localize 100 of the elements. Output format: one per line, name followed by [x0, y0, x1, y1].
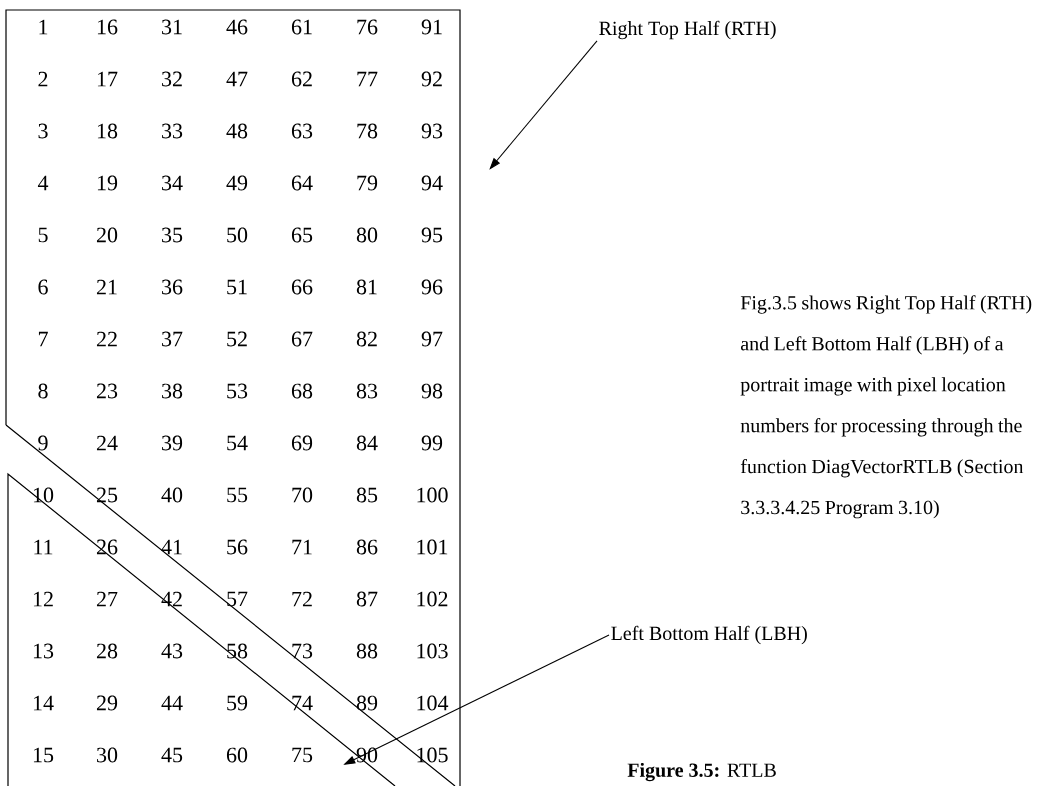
grid-number: 18 [97, 123, 118, 139]
grid-number: 38 [162, 383, 183, 399]
grid-number: 12 [33, 591, 53, 607]
figure-caption: Figure 3.5: RTLB [627, 762, 776, 782]
grid-number: 30 [97, 747, 118, 763]
grid-number: 54 [227, 435, 248, 451]
grid-number: 75 [292, 747, 313, 763]
grid-number: 19 [97, 175, 118, 191]
callout-label: Left Bottom Half (LBH) [611, 625, 807, 645]
callout-label: Right Top Half (RTH) [599, 20, 776, 40]
grid-number: 45 [161, 747, 183, 763]
grid-number: 68 [291, 383, 313, 399]
grid-number: 25 [96, 487, 118, 503]
grid-number: 61 [291, 19, 312, 35]
grid-number: 103 [417, 643, 448, 659]
grid-number: 105 [417, 747, 448, 763]
grid-number: 94 [421, 175, 443, 191]
grid-number: 17 [97, 71, 118, 87]
grid-number: 34 [162, 175, 183, 191]
grid-number: 50 [227, 227, 248, 243]
grid-number: 65 [291, 227, 313, 243]
grid-number: 10 [33, 487, 54, 503]
grid-number: 81 [356, 279, 377, 295]
grid-number: 7 [38, 331, 48, 347]
grid-number: 70 [292, 487, 313, 503]
grid-number: 91 [421, 19, 442, 35]
grid-number: 36 [162, 279, 183, 295]
grid-number: 48 [226, 123, 248, 139]
region-outline [5, 9, 461, 786]
grid-number: 63 [291, 123, 313, 139]
grid-number: 24 [96, 435, 118, 451]
grid-number: 20 [96, 227, 118, 243]
grid-number: 21 [96, 279, 117, 295]
grid-number: 72 [292, 591, 312, 607]
grid-number: 14 [33, 695, 54, 711]
grid-number: 16 [97, 19, 118, 35]
grid-number: 80 [356, 227, 378, 243]
grid-number: 89 [356, 695, 378, 711]
grid-number: 57 [227, 591, 248, 607]
grid-number: 13 [33, 643, 54, 659]
grid-number: 77 [357, 71, 378, 87]
grid-number: 84 [356, 435, 378, 451]
description-paragraph: Fig.3.5 shows Right Top Half (RTH) and Left Bottom Half (LBH) of a portrait image with pixel location numbers for processing through the function DiagVectorRTLB (Section 3.3.3.4.25 Program 3.10) [740, 295, 1032, 519]
grid-number: 97 [421, 331, 443, 347]
grid-number: 76 [357, 19, 378, 35]
grid-number: 104 [417, 695, 449, 711]
grid-number: 43 [161, 643, 183, 659]
grid-number: 15 [33, 747, 54, 763]
grid-number: 23 [96, 383, 118, 399]
grid-number: 55 [227, 487, 248, 503]
grid-number: 96 [421, 279, 443, 295]
grid-number: 85 [356, 487, 378, 503]
grid-number: 82 [356, 331, 377, 347]
grid-number: 40 [161, 487, 183, 503]
grid-number: 3 [38, 123, 48, 139]
grid-number: 39 [162, 435, 183, 451]
grid-number: 33 [162, 123, 183, 139]
grid-number: 59 [227, 695, 248, 711]
grid-number: 53 [227, 383, 248, 399]
grid-number: 102 [417, 591, 448, 607]
grid-number: 28 [96, 643, 118, 659]
grid-number: 31 [162, 19, 182, 35]
grid-number: 86 [356, 539, 378, 555]
grid-number: 83 [356, 383, 378, 399]
grid-number: 69 [291, 435, 313, 451]
grid-number: 47 [226, 71, 248, 87]
grid-number: 56 [227, 539, 248, 555]
grid-number: 46 [226, 19, 248, 35]
grid-number: 73 [292, 643, 313, 659]
grid-number: 62 [291, 71, 312, 87]
grid-number: 92 [421, 71, 442, 87]
grid-number: 52 [227, 331, 247, 347]
grid-number: 87 [356, 591, 378, 607]
grid-number: 93 [421, 123, 443, 139]
grid-number: 44 [161, 695, 183, 711]
grid-number: 58 [227, 643, 248, 659]
grid-number: 95 [421, 227, 443, 243]
grid-number: 100 [417, 487, 448, 503]
grid-number: 78 [357, 123, 378, 139]
grid-number: 88 [356, 643, 378, 659]
grid-number: 32 [162, 71, 182, 87]
grid-number: 27 [96, 591, 118, 607]
grid-number: 42 [161, 591, 182, 607]
grid-number: 79 [357, 175, 378, 191]
grid-number: 5 [38, 227, 48, 243]
grid-number: 64 [291, 175, 313, 191]
grid-number: 98 [421, 383, 443, 399]
grid-number: 2 [38, 71, 48, 87]
grid-number: 71 [292, 539, 312, 555]
grid-number: 101 [417, 539, 448, 555]
grid-number: 11 [34, 539, 53, 555]
grid-number: 37 [162, 331, 183, 347]
grid-number: 35 [162, 227, 183, 243]
grid-number: 1 [39, 19, 48, 35]
grid-number: 74 [292, 695, 313, 711]
grid-number: 49 [226, 175, 248, 191]
grid-number: 29 [96, 695, 118, 711]
grid-number: 41 [161, 539, 182, 555]
grid-number: 67 [291, 331, 313, 347]
grid-number: 26 [96, 539, 118, 555]
